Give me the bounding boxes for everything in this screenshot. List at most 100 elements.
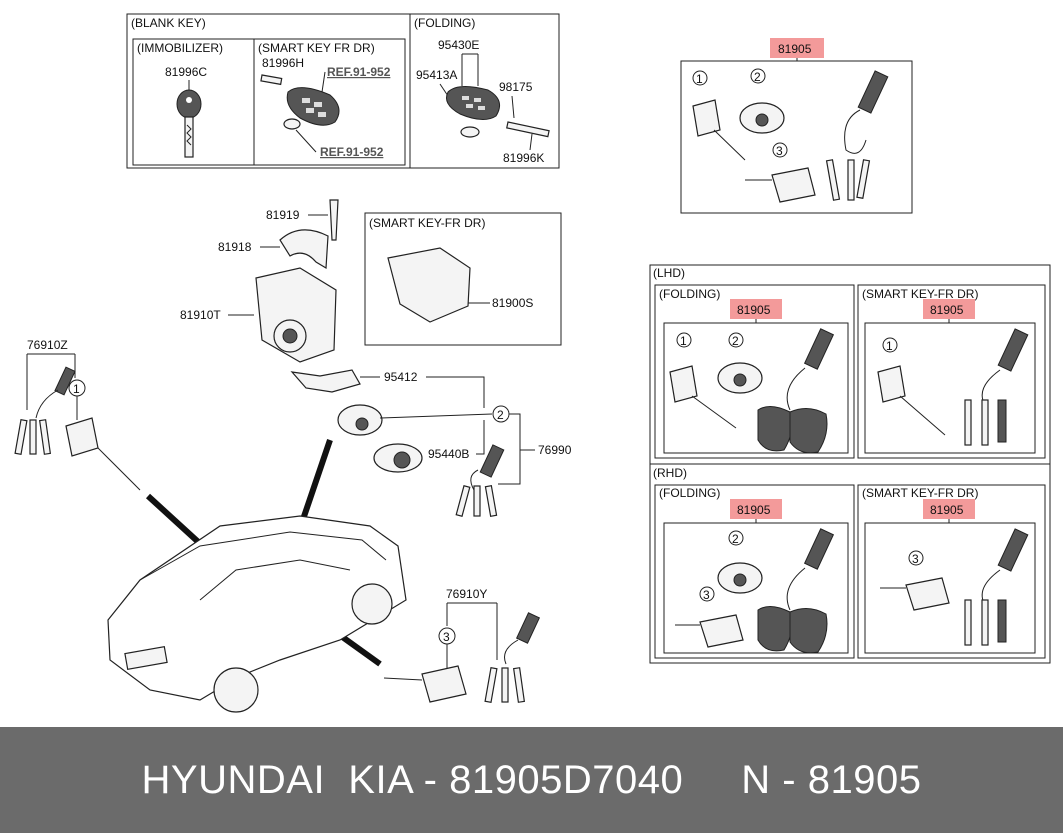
smart-key-blade-icon [260, 74, 283, 86]
ignition-cylinder-icon [739, 102, 785, 134]
bolt-icon [329, 199, 339, 241]
part-label-95430E: 95430E [438, 38, 479, 52]
callout-1-left: 1 [68, 379, 86, 397]
smart-key-fr-dr-box [364, 212, 562, 346]
folding-battery-icon [460, 126, 480, 138]
key-tag-icon [825, 70, 889, 201]
svg-text:3: 3 [443, 630, 450, 644]
callout-3-rhd-folding: 3 [699, 586, 715, 602]
key-group: (BLANK KEY) (IMMOBILIZER) (SMART KEY FR … [126, 13, 560, 169]
immobilizer-key-icon [176, 89, 202, 158]
callout-2: 2 [750, 68, 766, 84]
callout-3-trunk: 3 [438, 627, 456, 645]
callout-3: 3 [772, 142, 788, 158]
svg-text:1: 1 [886, 339, 893, 353]
part-label-81919: 81919 [266, 208, 300, 222]
front-wheel-icon [213, 667, 259, 713]
callout-2-assembly: 2 [492, 405, 510, 423]
rhd-folding-frame [654, 484, 855, 659]
lhd-title: (LHD) [653, 266, 685, 280]
smart-module-icon [387, 247, 471, 323]
parts-diagram: (BLANK KEY) (IMMOBILIZER) (SMART KEY FR … [14, 13, 1051, 713]
smart-key-fob-icon [286, 87, 340, 126]
svg-text:2: 2 [732, 532, 739, 546]
ref-label-1: REF.91-952 [327, 65, 391, 79]
part-label-76990: 76990 [538, 443, 572, 457]
part-label-81918: 81918 [218, 240, 252, 254]
steering-lock-assembly: 81919 81918 81910T (SMART KEY-FR DR) 819… [180, 199, 572, 518]
part-label-81900S: 81900S [492, 296, 533, 310]
set-81905-main: 81905 1 2 3 [680, 38, 913, 214]
rhd-folding-inner [663, 522, 849, 654]
callout-1-lhd-folding: 1 [676, 332, 692, 348]
folding-key-fob-icon [446, 86, 501, 120]
part-label-81996K: 81996K [503, 151, 544, 165]
rhd-folding-title: (FOLDING) [659, 486, 720, 500]
part-label-95413A: 95413A [416, 68, 457, 82]
rhd-smart-trunk-lock-icon [905, 577, 950, 611]
callout-3-rhd-smart: 3 [908, 550, 924, 566]
set-81905-frame [680, 60, 913, 214]
set-label-highlight [770, 38, 824, 58]
door-key-set-76910Z: 76910Z 1 [14, 338, 141, 491]
rhd-smart-title: (SMART KEY-FR DR) [862, 486, 978, 500]
part-label-81996C: 81996C [165, 65, 207, 79]
door-lock-cylinder-icon [692, 99, 746, 161]
rhd-smart-set-label: 81905 [930, 503, 964, 517]
lhd-rhd-sets: (LHD) (RHD) (FOLDING) (SMART KEY-FR DR) … [649, 264, 1051, 664]
rhd-title: (RHD) [653, 466, 687, 480]
part-label-98175: 98175 [499, 80, 533, 94]
lhd-folding-door-lock-icon [669, 365, 698, 403]
part-label-81996H: 81996H [262, 56, 304, 70]
svg-text:3: 3 [703, 588, 710, 602]
rhd-folding-set-label: 81905 [737, 503, 771, 517]
lhd-smart-title: (SMART KEY-FR DR) [862, 287, 978, 301]
svg-text:1: 1 [696, 72, 703, 86]
ref-label-2: REF.91-952 [320, 145, 384, 159]
antenna-harness-icon [290, 369, 361, 393]
smart-key-fr-dr-title: (SMART KEY FR DR) [258, 41, 375, 55]
trunk-key-set-76910Y: 76910Y 3 [383, 587, 541, 703]
part-label-81910T: 81910T [180, 308, 221, 322]
smart-key-box-title: (SMART KEY-FR DR) [369, 216, 485, 230]
trunk-lock-icon [421, 665, 467, 703]
svg-text:3: 3 [776, 144, 783, 158]
part-label-76910Y: 76910Y [446, 587, 487, 601]
svg-text:2: 2 [732, 334, 739, 348]
callout-1: 1 [692, 70, 708, 86]
lhd-smart-inner [864, 322, 1036, 454]
immobilizer-title: (IMMOBILIZER) [137, 41, 223, 55]
part-number-caption: HYUNDAI KIA - 81905D7040 N - 81905 [141, 757, 922, 802]
lhd-folding-fob-icon [757, 406, 793, 452]
blank-key-frame [132, 38, 406, 166]
trunk-lock-cylinder-icon [745, 167, 816, 203]
key-group-frame [126, 13, 560, 169]
svg-text:2: 2 [497, 408, 504, 422]
lhd-smart-frame [857, 284, 1046, 459]
callout-2-lhd-folding: 2 [728, 332, 744, 348]
lhd-folding-frame [654, 284, 855, 459]
svg-text:3: 3 [912, 552, 919, 566]
callout-1-lhd-smart: 1 [882, 337, 898, 353]
svg-text:1: 1 [73, 382, 80, 396]
lhd-folding-set-label: 81905 [737, 303, 771, 317]
part-label-95440B: 95440B [428, 447, 469, 461]
set-label-81905: 81905 [778, 42, 812, 56]
part-label-95412: 95412 [384, 370, 418, 384]
rhd-folding-trunk-lock-icon [699, 614, 744, 648]
svg-text:1: 1 [680, 334, 687, 348]
rhd-smart-frame [857, 484, 1046, 659]
lhd-folding-title: (FOLDING) [659, 287, 720, 301]
key-set-76990-icon [455, 444, 505, 518]
callout-2-rhd-folding: 2 [728, 530, 744, 546]
rhd-smart-inner [864, 522, 1036, 654]
rear-wheel-icon [351, 583, 393, 625]
blank-key-title: (BLANK KEY) [131, 16, 206, 30]
battery-cell-icon [283, 118, 301, 130]
lhd-smart-set-label: 81905 [930, 303, 964, 317]
lhd-folding-inner [663, 322, 849, 454]
part-label-76910Z: 76910Z [27, 338, 68, 352]
lhd-smart-door-lock-icon [877, 365, 906, 403]
folding-title: (FOLDING) [414, 16, 475, 30]
